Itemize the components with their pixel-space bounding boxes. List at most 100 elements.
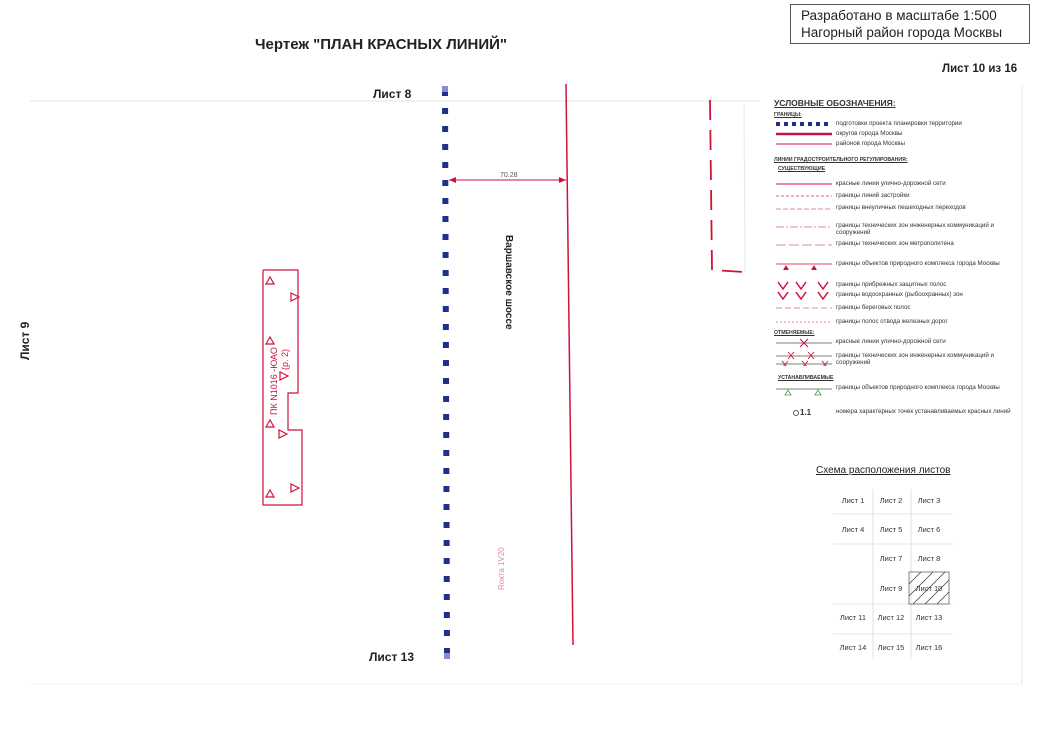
boundary-marker-bottom: [444, 653, 450, 659]
schema-cell: Лист 6: [917, 525, 941, 534]
legend-text: границы прибрежных защитных полос: [836, 281, 947, 288]
symbol-cancelled-tech: [776, 352, 832, 366]
legend-item: границы технических зон метрополитена: [772, 240, 1017, 260]
scale-text: Разработано в масштабе 1:500: [801, 8, 997, 23]
legend-text: подготовки проекта планировки территории: [836, 120, 962, 127]
symbol-nature-complex: [776, 263, 832, 270]
symbol-district-boundary: [776, 143, 832, 145]
schema-title: Схема расположения листов: [816, 465, 951, 476]
parcel-label: ПК N1016 -ЮАО: [269, 347, 279, 415]
faint-line: [743, 100, 746, 273]
legend-text: границы технических зон инженерных комму…: [836, 222, 994, 236]
legend-item: округов города Москвы: [772, 130, 1017, 144]
legend-panel: УСЛОВНЫЕ ОБОЗНАЧЕНИЯ: ГРАНИЦЫ: подготовк…: [772, 92, 1017, 437]
legend-text: границы объектов природного комплекса го…: [836, 384, 1000, 391]
schema-cell: Лист 7: [879, 554, 903, 563]
schema-cell: Лист 14: [839, 643, 867, 652]
symbol-pedestrian: [776, 208, 832, 210]
red-dashed-boundary: [709, 99, 745, 273]
schema-cell: Лист 1: [841, 496, 865, 505]
schema-cell: Лист 12: [877, 613, 905, 622]
legend-item: границы линий застройки: [772, 192, 1017, 206]
dimension-value: 70.28: [500, 172, 518, 179]
current-sheet-hatch: [908, 571, 950, 605]
legend-item: подготовки проекта планировки территории: [772, 120, 1017, 134]
point-symbol-label: 1.1: [800, 408, 812, 417]
legend-item: границы объектов природного комплекса го…: [772, 260, 1017, 280]
parcel-sublabel: (р. 2): [280, 349, 290, 370]
symbol-cancelled-red: [776, 338, 832, 348]
schema-grid-lines: [833, 489, 953, 659]
sheet-number: Лист 10 из 16: [942, 63, 1018, 75]
schema-cell: Лист 4: [841, 525, 865, 534]
legend-item: границы береговых полос: [772, 304, 1017, 318]
schema-cell-current: Лист 10: [915, 584, 943, 593]
legend-item: красные линии улично-дорожной сети: [772, 338, 1017, 352]
boundary-marker-top: [442, 86, 448, 92]
legend-text: границы линий застройки: [836, 192, 910, 199]
schema-cell: Лист 3: [917, 496, 941, 505]
symbol-metro-zone: [776, 244, 832, 246]
symbol-established-nature: [776, 388, 832, 396]
symbol-water-zone: [777, 291, 829, 301]
legend-text: границы водоохранных (рыбоохранных) зон: [836, 291, 963, 298]
symbol-coastal-strip: [777, 281, 829, 291]
legend-text: границы береговых полос: [836, 304, 911, 311]
legend-cancelled-header: ОТМЕНЯЕМЫЕ:: [774, 330, 815, 336]
legend-text: границы полос отвода железных дорог: [836, 318, 948, 325]
district-text: Нагорный район города Москвы: [801, 25, 1003, 40]
legend-established-header: УСТАНАВЛИВАЕМЫЕ: [778, 375, 834, 381]
schema-cell: Лист 9: [879, 584, 903, 593]
legend-text: номера характерных точек устанавливаемых…: [836, 408, 1011, 415]
parcel-triangles: [264, 275, 301, 498]
legend-text: границы технических зон метрополитена: [836, 240, 954, 247]
red-line-east: [565, 83, 574, 646]
symbol-tech-zone: [776, 226, 832, 228]
legend-existing-header: СУЩЕСТВУЮЩИЕ: [778, 166, 826, 172]
schema-cell: Лист 5: [879, 525, 903, 534]
legend-item: красные линии улично-дорожной сети: [772, 180, 1017, 194]
legend-text: красные линии улично-дорожной сети: [836, 338, 946, 345]
symbol-point-number: [793, 410, 799, 416]
legend-text: округов города Москвы: [836, 130, 903, 137]
legend-item: границы объектов природного комплекса го…: [772, 384, 1017, 404]
schema-cell: Лист 15: [877, 643, 905, 652]
sheet-label-bottom: Лист 13: [369, 650, 415, 664]
schema-cell: Лист 11: [839, 613, 867, 622]
sheet-label-left: Лист 9: [18, 321, 32, 360]
legend-item: границы технических зон инженерных комму…: [772, 222, 1017, 242]
legend-text: границы объектов природного комплекса го…: [836, 260, 1000, 267]
sheet-label-top: Лист 8: [373, 87, 412, 101]
road-name: Варшавское шоссе: [503, 235, 514, 330]
legend-item: районов города Москвы: [772, 140, 1017, 154]
schema-cell: Лист 8: [917, 554, 941, 563]
legend-reg-header: ЛИНИИ ГРАДОСТРОИТЕЛЬНОГО РЕГУЛИРОВАНИЯ:: [774, 157, 908, 163]
symbol-building-line: [776, 195, 832, 197]
legend-item: границы водоохранных (рыбоохранных) зон: [772, 291, 1017, 305]
project-boundary-line: [442, 89, 450, 656]
legend-item: границы внеуличных пешеходных переходов: [772, 204, 1017, 224]
legend-item: границы технических зон инженерных комму…: [772, 352, 1017, 372]
schema-cell: Лист 13: [915, 613, 943, 622]
legend-item: 1.1 номера характерных точек устанавлива…: [772, 408, 1017, 428]
symbol-shore-strip: [776, 307, 832, 309]
parcel-boundary: [262, 269, 303, 506]
symbol-project-boundary: [776, 122, 832, 126]
legend-text: границы технических зон инженерных комму…: [836, 352, 994, 366]
faint-label: Rокта 1V20: [497, 547, 506, 590]
legend-title: УСЛОВНЫЕ ОБОЗНАЧЕНИЯ:: [774, 98, 896, 108]
legend-item: границы прибрежных защитных полос: [772, 281, 1017, 295]
symbol-railway: [776, 321, 832, 323]
schema-cell: Лист 2: [879, 496, 903, 505]
symbol-okrug-boundary: [776, 132, 832, 136]
dim-arrow-right: [559, 177, 566, 183]
dim-arrow-left: [449, 177, 456, 183]
symbol-red-line: [776, 183, 832, 185]
drawing-title: Чертеж "ПЛАН КРАСНЫХ ЛИНИЙ": [255, 36, 508, 53]
legend-text: границы внеуличных пешеходных переходов: [836, 204, 966, 211]
legend-text: районов города Москвы: [836, 140, 905, 147]
legend-item: границы полос отвода железных дорог: [772, 318, 1017, 332]
legend-boundaries-header: ГРАНИЦЫ:: [774, 112, 802, 118]
legend-text: красные линии улично-дорожной сети: [836, 180, 946, 187]
